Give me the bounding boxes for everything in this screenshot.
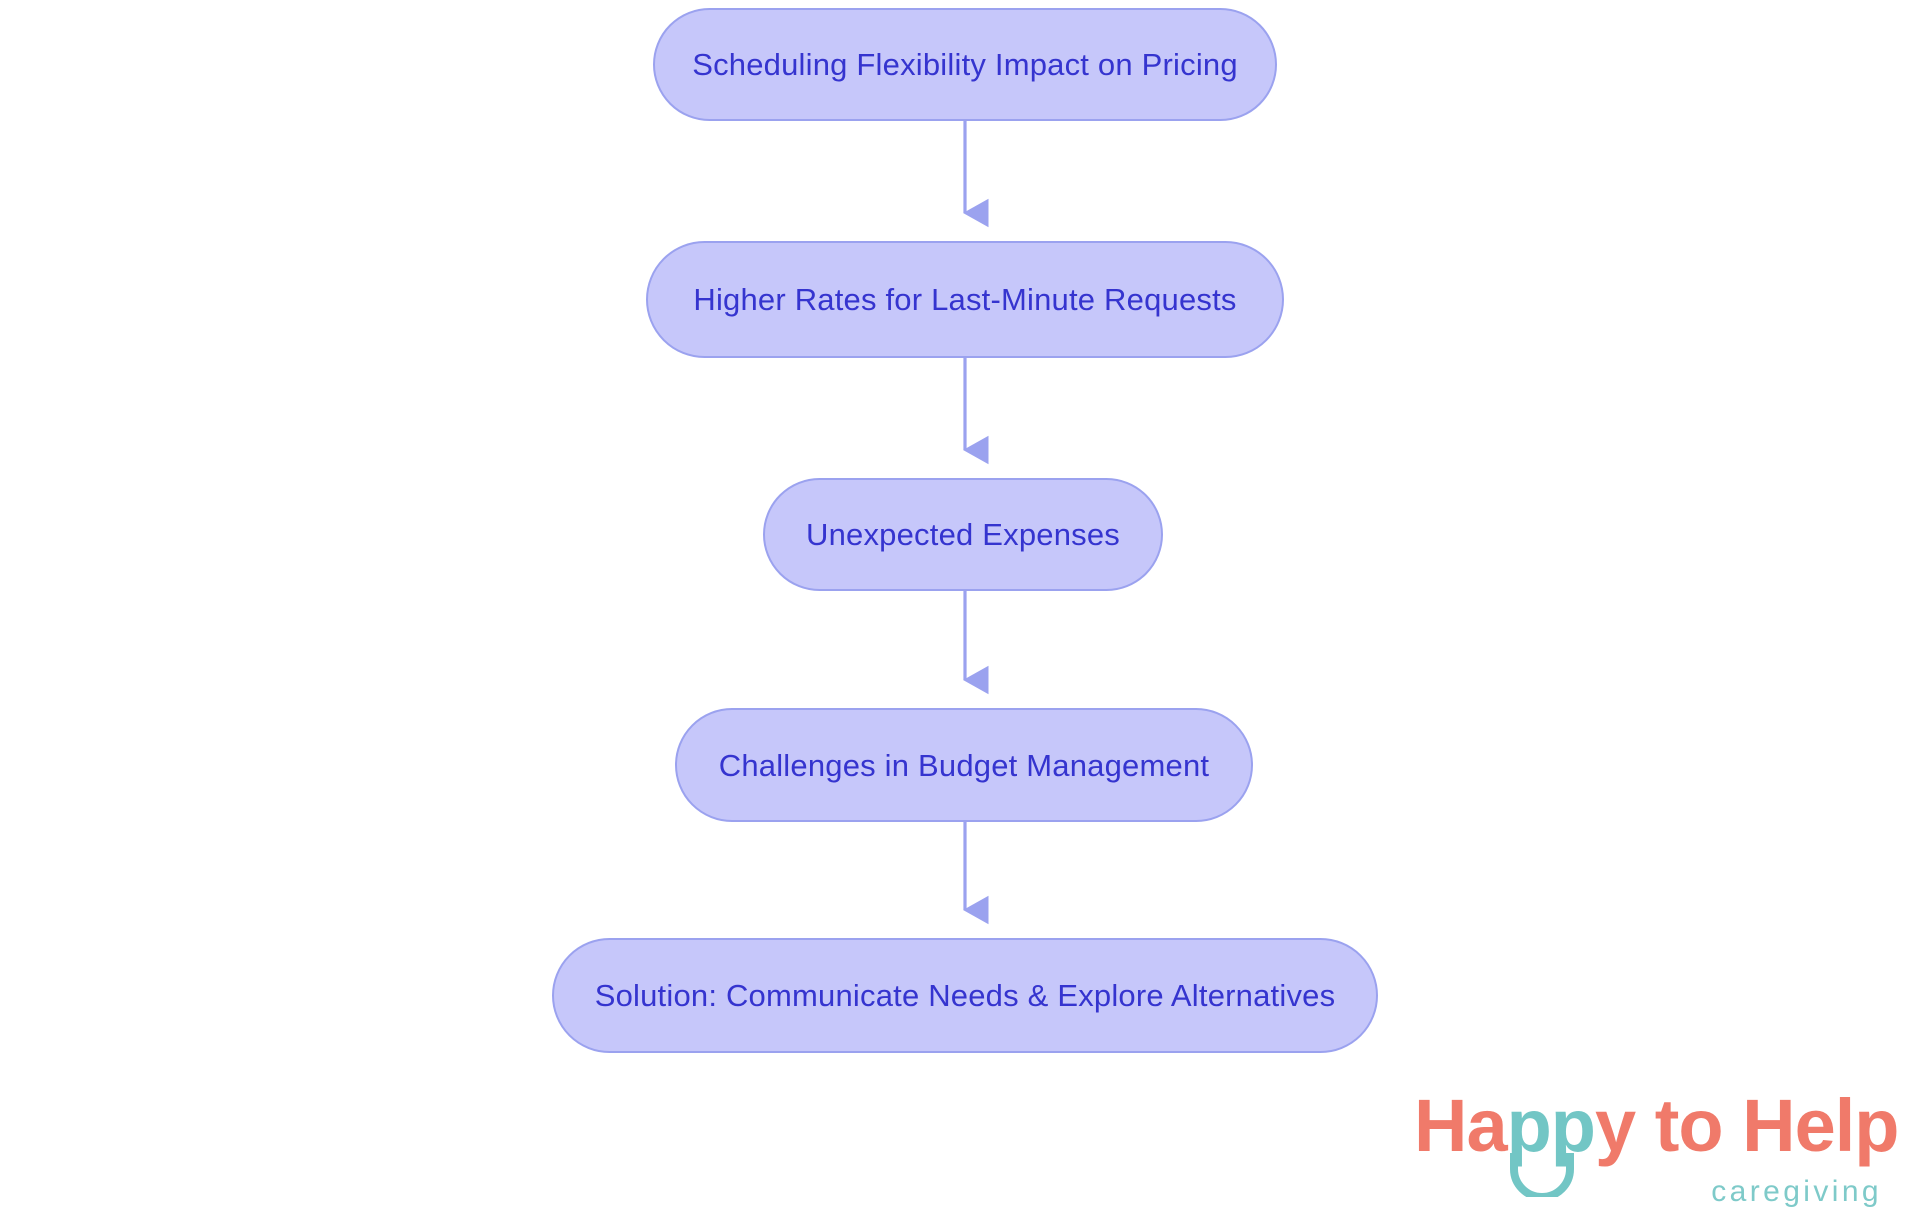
flow-node-label: Higher Rates for Last-Minute Requests — [693, 282, 1237, 317]
flow-node-label: Unexpected Expenses — [806, 517, 1120, 552]
logo-smile-icon — [1510, 1153, 1574, 1197]
logo-wordmark: Happy to Help — [1414, 1089, 1900, 1163]
logo-tagline: caregiving — [1711, 1175, 1882, 1208]
flow-node-scheduling-flexibility-impact-on-pricing[interactable]: Scheduling Flexibility Impact on Pricing — [653, 8, 1277, 121]
logo-wordmark-part-3: y to Help — [1595, 1084, 1899, 1167]
flow-node-challenges-in-budget-management[interactable]: Challenges in Budget Management — [675, 708, 1253, 822]
flow-node-unexpected-expenses[interactable]: Unexpected Expenses — [763, 478, 1163, 591]
logo-wordmark-part-1: Ha — [1414, 1084, 1508, 1167]
flow-node-label: Scheduling Flexibility Impact on Pricing — [692, 47, 1238, 82]
flow-node-label: Solution: Communicate Needs & Explore Al… — [594, 978, 1336, 1013]
flow-node-higher-rates-for-last-minute-requests[interactable]: Higher Rates for Last-Minute Requests — [646, 241, 1284, 358]
logo-wordmark-part-2: pp — [1506, 1084, 1596, 1167]
flow-node-solution-communicate-needs-explore-alternatives[interactable]: Solution: Communicate Needs & Explore Al… — [552, 938, 1378, 1053]
flow-node-column: Scheduling Flexibility Impact on Pricing… — [552, 8, 1378, 1053]
brand-logo: Happy to Help caregiving — [1414, 1089, 1900, 1208]
flow-node-label: Challenges in Budget Management — [718, 747, 1210, 783]
